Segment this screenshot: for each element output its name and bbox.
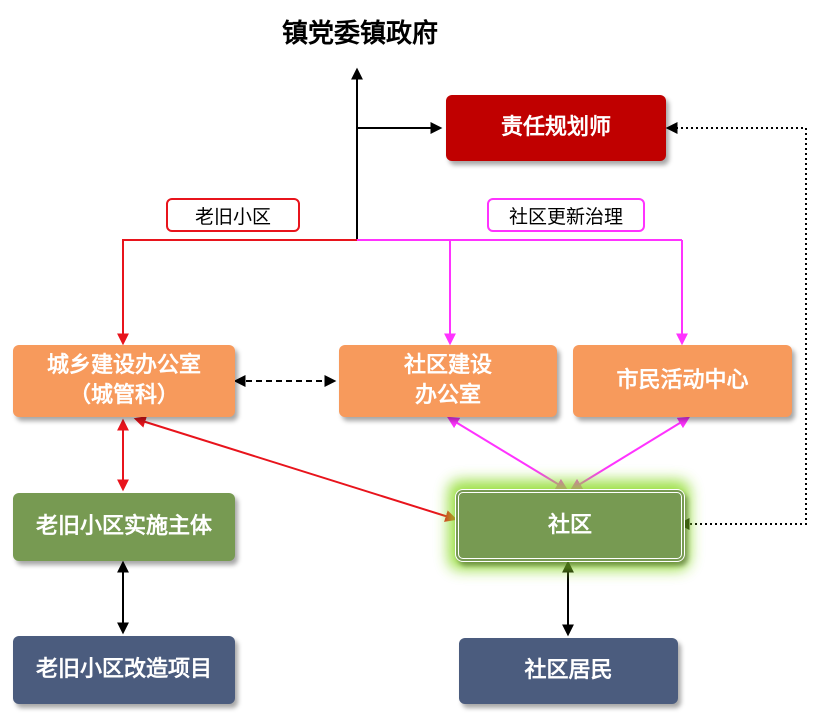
community-box: 社区 — [455, 489, 685, 562]
government-title: 镇党委镇政府 — [281, 19, 438, 49]
tag-community-renewal: 社区更新治理 — [487, 198, 645, 232]
red-branch-to-urban-office — [117, 239, 357, 346]
magenta-link-office-community — [446, 416, 569, 491]
activity-center-box: 市民活动中心 — [573, 345, 792, 417]
old-area-body-box: 老旧小区实施主体 — [13, 493, 235, 561]
tag-old-area: 老旧小区 — [166, 198, 300, 232]
red-link-urban-community — [133, 416, 458, 522]
old-area-project-box: 老旧小区改造项目 — [13, 636, 235, 704]
planner-box: 责任规划师 — [446, 95, 666, 161]
magenta-link-center-community — [569, 416, 691, 491]
urban-office-box: 城乡建设办公室 （城管科） — [13, 345, 235, 417]
community-office-box: 社区建设 办公室 — [339, 345, 557, 417]
residents-box: 社区居民 — [459, 638, 678, 704]
dotted-link-community-planner — [665, 122, 807, 530]
